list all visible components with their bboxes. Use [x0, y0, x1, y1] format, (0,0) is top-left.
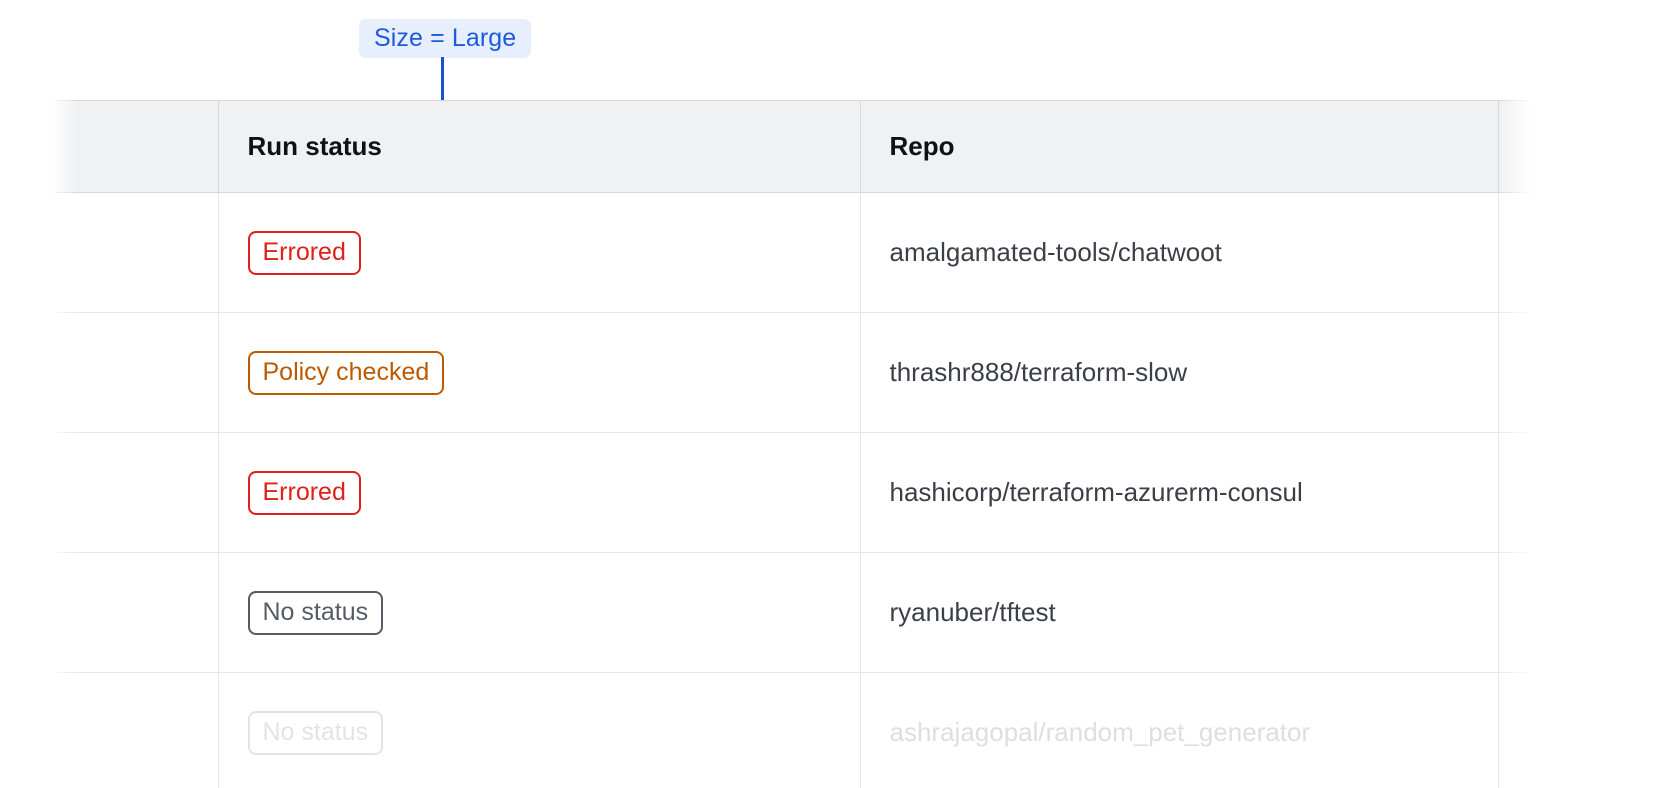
- status-badge: Errored: [247, 230, 361, 275]
- column-header-lead[interactable]: [55, 100, 219, 193]
- row-cell-run-status: No status: [218, 672, 861, 788]
- status-badge: No status: [247, 710, 384, 755]
- table-row[interactable]: Errored hashicorp/terraform-azurerm-consu…: [55, 432, 1535, 553]
- status-badge: No status: [247, 590, 384, 635]
- row-cell-run-status: No status: [218, 552, 861, 673]
- row-cell-lead: [55, 672, 219, 788]
- row-cell-run-status: Policy checked: [218, 312, 861, 433]
- row-cell-run-status: Errored: [218, 432, 861, 553]
- row-cell-tail: [1498, 432, 1535, 553]
- row-cell-tail: [1498, 672, 1535, 788]
- row-cell-repo[interactable]: ashrajagopal/random_pet_generator: [860, 672, 1499, 788]
- row-cell-lead: [55, 432, 219, 553]
- table-row[interactable]: No status ryanuber/tftest: [55, 552, 1535, 673]
- row-cell-repo[interactable]: amalgamated-tools/chatwoot: [860, 192, 1499, 313]
- status-badge: Policy checked: [247, 350, 445, 395]
- column-header-run-status[interactable]: Run status: [218, 100, 861, 193]
- runs-table: Run status Repo Errored amalgamated-tools…: [55, 100, 1535, 788]
- table-row[interactable]: No status ashrajagopal/random_pet_generat…: [55, 672, 1535, 788]
- row-cell-lead: [55, 552, 219, 673]
- table-row[interactable]: Policy checked thrashr888/terraform-slow: [55, 312, 1535, 433]
- table-viewport[interactable]: Run status Repo Errored amalgamated-tools…: [0, 100, 1672, 788]
- row-cell-lead: [55, 312, 219, 433]
- size-annotation-badge: Size = Large: [359, 19, 532, 58]
- row-cell-repo[interactable]: thrashr888/terraform-slow: [860, 312, 1499, 433]
- row-cell-tail: [1498, 552, 1535, 673]
- row-cell-run-status: Errored: [218, 192, 861, 313]
- table-header-row: Run status Repo: [55, 100, 1535, 193]
- table-row[interactable]: Errored amalgamated-tools/chatwoot: [55, 192, 1535, 313]
- row-cell-tail: [1498, 312, 1535, 433]
- row-cell-lead: [55, 192, 219, 313]
- table-header: Run status Repo: [55, 100, 1535, 193]
- row-cell-tail: [1498, 192, 1535, 313]
- row-cell-repo[interactable]: ryanuber/tftest: [860, 552, 1499, 673]
- status-badge: Errored: [247, 470, 361, 515]
- row-cell-repo[interactable]: hashicorp/terraform-azurerm-consul: [860, 432, 1499, 553]
- column-header-tail[interactable]: [1498, 100, 1535, 193]
- column-header-repo[interactable]: Repo: [860, 100, 1499, 193]
